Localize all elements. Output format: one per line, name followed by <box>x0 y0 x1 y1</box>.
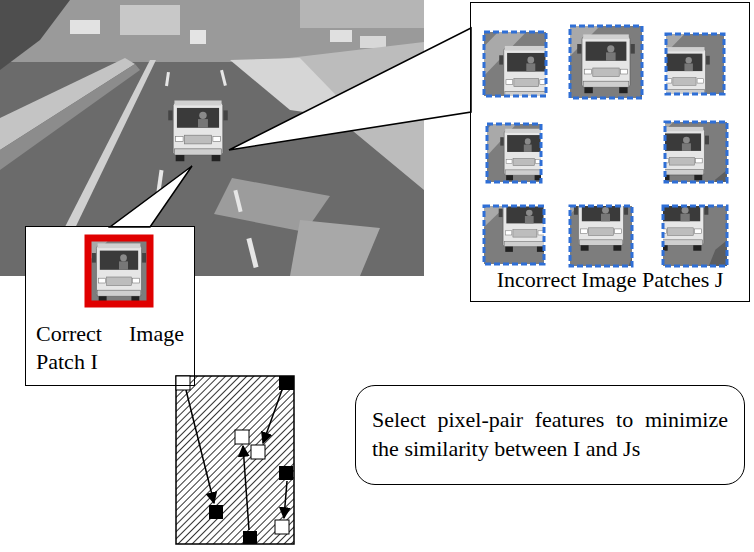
pixel-pair-arrow <box>186 390 214 503</box>
lane-mark <box>165 72 170 86</box>
pixel-pair-arrow <box>284 481 287 518</box>
black-pixel <box>243 531 257 544</box>
car <box>70 20 100 34</box>
image-patch <box>620 92 754 223</box>
white-pixel <box>251 445 265 459</box>
lane-mark <box>233 190 242 212</box>
incorrect-patch-frame <box>666 34 724 94</box>
car <box>330 30 352 42</box>
image-patch <box>470 95 588 222</box>
black-pixel <box>279 466 293 480</box>
overpass <box>0 0 70 70</box>
white-pixel <box>176 376 190 390</box>
guardrail-shadow <box>0 64 140 170</box>
car <box>360 36 386 48</box>
image-patch <box>540 0 684 140</box>
callout-pointer <box>110 166 192 227</box>
box-text: Incorrect Image Patches J <box>497 266 724 295</box>
note-box: Select pixel-pair features to minimize t… <box>355 385 745 485</box>
pixel-pair-arrow <box>243 446 249 530</box>
white-pixel <box>275 520 289 534</box>
callout-pointer <box>229 28 471 150</box>
incorrect-patch-frame <box>484 32 546 96</box>
black-pixel <box>279 376 294 390</box>
incorrect-patch-frame <box>665 122 727 182</box>
lane-mark <box>246 238 258 268</box>
black-pixel <box>209 505 223 519</box>
lane-mark <box>220 70 227 86</box>
building <box>300 0 424 28</box>
incorrect-patch-frame <box>487 124 541 182</box>
truck <box>168 100 228 161</box>
building <box>120 5 180 35</box>
incorrect-patch-frame <box>663 206 727 266</box>
incorrect-patch-frame <box>570 206 632 266</box>
hatched-patch <box>176 376 294 544</box>
sunlit-road <box>290 220 380 276</box>
car <box>190 30 206 44</box>
pixel-pair-arrow <box>263 390 282 443</box>
patch-set-box: Incorrect Image Patches J <box>470 2 750 302</box>
white-pixel <box>235 430 249 444</box>
incorrect-patch-frame <box>484 206 544 264</box>
correct-patch-frame <box>88 238 150 304</box>
box-text: Select pixel-pair features to minimize t… <box>372 406 728 463</box>
incorrect-patch-frame <box>570 26 642 98</box>
box-text: Correct Image Patch I <box>36 320 184 377</box>
patch-callout-box: Correct Image Patch I <box>25 226 195 386</box>
